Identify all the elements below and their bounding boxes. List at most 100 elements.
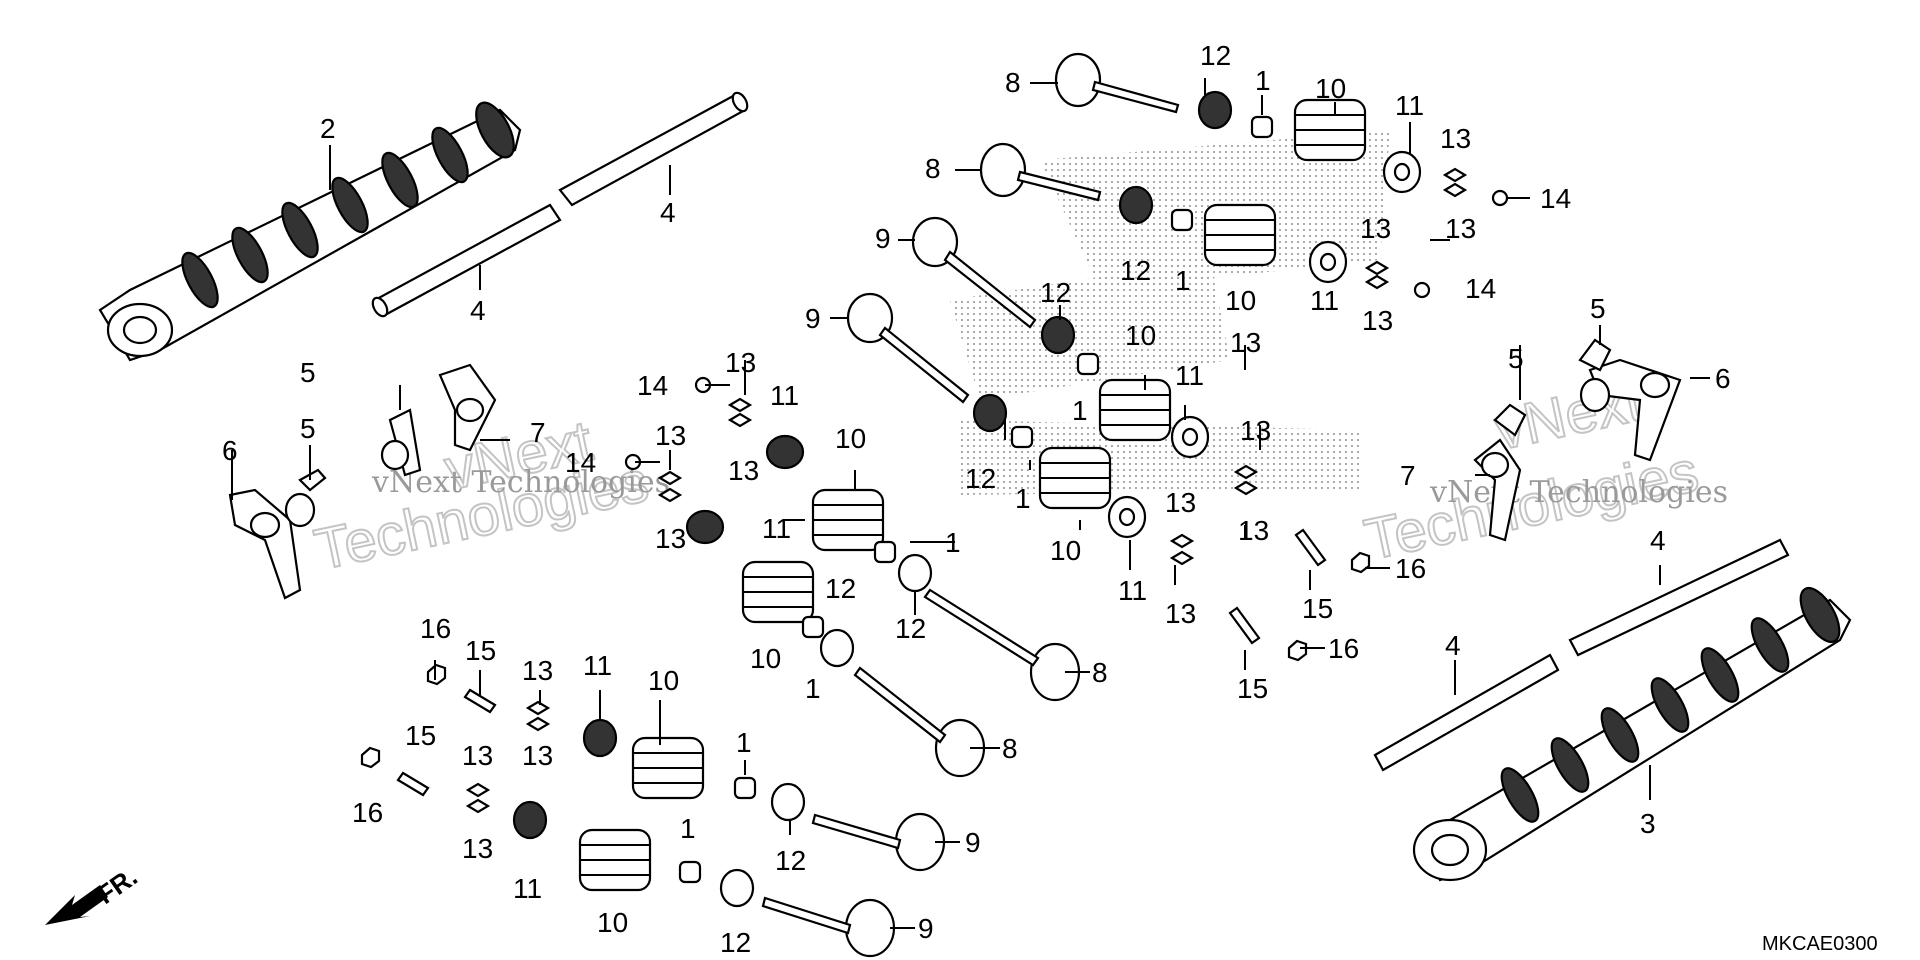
callout-valve-seal: 1 bbox=[1255, 65, 1271, 96]
callout-valve: 9 bbox=[805, 303, 821, 334]
callout-valve-spring: 10 bbox=[1225, 285, 1256, 316]
callout-valve-seal: 1 bbox=[1072, 395, 1088, 426]
callout-valve-spring: 10 bbox=[750, 643, 781, 674]
callout-valve-seal: 1 bbox=[945, 527, 961, 558]
rocker-shaft-upper-right bbox=[558, 91, 749, 207]
callout-pin: 15 bbox=[1237, 673, 1268, 704]
callout-cotter: 13 bbox=[462, 740, 493, 771]
callout-rocker-shaft: 4 bbox=[1650, 525, 1666, 556]
callout-rocker-shaft: 4 bbox=[660, 197, 676, 228]
callout-camshaft-right: 3 bbox=[1640, 808, 1656, 839]
callout-valve-spring: 10 bbox=[597, 907, 628, 938]
cam-lobes bbox=[181, 101, 515, 309]
callout-valve: 8 bbox=[925, 153, 941, 184]
callout-spring-seat: 12 bbox=[825, 573, 856, 604]
callout-cotter: 13 bbox=[1165, 598, 1196, 629]
valve-springs bbox=[578, 98, 1367, 892]
callout-rocker-arm-6: 6 bbox=[1715, 363, 1731, 394]
callout-spring-seat: 12 bbox=[1120, 255, 1151, 286]
callout-rocker-arm: 5 bbox=[1590, 293, 1606, 324]
callout-retainer: 11 bbox=[1118, 575, 1147, 606]
cam-lobes bbox=[1500, 586, 1841, 823]
callout-cap: 16 bbox=[420, 613, 451, 644]
callout-retainer: 11 bbox=[1310, 285, 1339, 316]
callout-retainer: 11 bbox=[583, 650, 612, 681]
callout-retainer: 11 bbox=[770, 380, 799, 411]
callout-valve: 8 bbox=[1002, 733, 1018, 764]
callout-rocker-arm-7: 7 bbox=[1400, 460, 1416, 491]
callout-spring-seat: 12 bbox=[965, 463, 996, 494]
callout-rocker-arm-7: 7 bbox=[530, 417, 546, 448]
rocker-arms-left bbox=[228, 363, 497, 600]
callout-valve: 9 bbox=[918, 913, 934, 944]
callout-valve-seal: 1 bbox=[1175, 265, 1191, 296]
callout-cotter: 13 bbox=[1240, 415, 1271, 446]
front-direction-arrow: FR. bbox=[45, 861, 143, 925]
callout-valve: 8 bbox=[1092, 657, 1108, 688]
callout-labels: 2 4 4 8 12 1 10 11 13 13 14 8 12 1 10 11… bbox=[222, 40, 1731, 958]
callout-pin: 15 bbox=[1302, 593, 1333, 624]
callout-spring-seat: 12 bbox=[775, 845, 806, 876]
callout-cotter: 13 bbox=[725, 347, 756, 378]
callout-rocker-shaft: 4 bbox=[1445, 630, 1461, 661]
callout-valve-spring: 10 bbox=[1050, 535, 1081, 566]
callout-valve-spring: 10 bbox=[835, 423, 866, 454]
callout-shim: 14 bbox=[637, 370, 668, 401]
callout-rocker-shaft: 4 bbox=[470, 295, 486, 326]
callout-valve-spring: 10 bbox=[648, 665, 679, 696]
callout-cotter: 13 bbox=[1165, 487, 1196, 518]
rocker-shaft-upper-left bbox=[371, 203, 562, 318]
callout-valve-spring: 10 bbox=[1125, 320, 1156, 351]
callout-valve: 9 bbox=[875, 223, 891, 254]
camshaft-right bbox=[1412, 586, 1852, 882]
callout-cap: 16 bbox=[1328, 633, 1359, 664]
rocker-shaft-lower-right bbox=[1568, 538, 1790, 657]
callout-retainer: 11 bbox=[762, 513, 791, 544]
watermark-left: vNext Technologies vNext Technologies bbox=[308, 407, 670, 583]
callout-rocker-arm: 5 bbox=[300, 357, 316, 388]
callout-valve-seal: 1 bbox=[1015, 483, 1031, 514]
callout-valve-seal: 1 bbox=[805, 673, 821, 704]
callout-cotter: 13 bbox=[1440, 123, 1471, 154]
callout-rocker-arm: 5 bbox=[1508, 343, 1524, 374]
callout-cotter: 13 bbox=[1445, 213, 1476, 244]
callout-cotter: 13 bbox=[522, 740, 553, 771]
callout-cotter: 13 bbox=[1362, 305, 1393, 336]
callout-spring-seat: 12 bbox=[720, 927, 751, 958]
callout-valve-spring: 10 bbox=[1315, 73, 1346, 104]
watermark-small-text: vNext Technologies bbox=[1429, 475, 1728, 510]
callout-cotter: 13 bbox=[1230, 327, 1261, 358]
callout-valve-seal: 1 bbox=[680, 813, 696, 844]
callout-retainer: 11 bbox=[1175, 360, 1204, 391]
callout-valve: 9 bbox=[965, 827, 981, 858]
callout-cotter: 13 bbox=[1360, 213, 1391, 244]
camshaft-left bbox=[98, 101, 522, 362]
callout-cap: 16 bbox=[352, 797, 383, 828]
callout-cotter: 13 bbox=[522, 655, 553, 686]
leader-lines bbox=[231, 78, 1710, 929]
callout-valve: 8 bbox=[1005, 67, 1021, 98]
callout-shim: 14 bbox=[565, 447, 596, 478]
callout-cap: 16 bbox=[1395, 553, 1426, 584]
callout-rocker-arm-6: 6 bbox=[222, 435, 238, 466]
callout-valve-seal: 1 bbox=[736, 727, 752, 758]
callout-shim: 14 bbox=[1540, 183, 1571, 214]
rocker-arms-right bbox=[1473, 338, 1682, 542]
callout-pin: 15 bbox=[465, 635, 496, 666]
callout-spring-seat: 12 bbox=[1040, 277, 1071, 308]
rocker-shaft-lower-left bbox=[1373, 653, 1560, 772]
valves bbox=[761, 52, 1180, 958]
callout-retainer: 11 bbox=[513, 873, 542, 904]
callout-retainer: 11 bbox=[1395, 90, 1424, 121]
callout-spring-seat: 12 bbox=[1200, 40, 1231, 71]
diagram-code: MKCAE0300 bbox=[1762, 933, 1878, 955]
callout-rocker-arm: 5 bbox=[300, 413, 316, 444]
callout-cotter: 13 bbox=[728, 455, 759, 486]
small-parts bbox=[360, 167, 1509, 814]
callout-cotter: 13 bbox=[1238, 515, 1269, 546]
callout-camshaft-left: 2 bbox=[320, 113, 336, 144]
callout-cotter: 13 bbox=[655, 420, 686, 451]
retainers-seats-seals bbox=[512, 90, 1422, 908]
callout-cotter: 13 bbox=[462, 833, 493, 864]
